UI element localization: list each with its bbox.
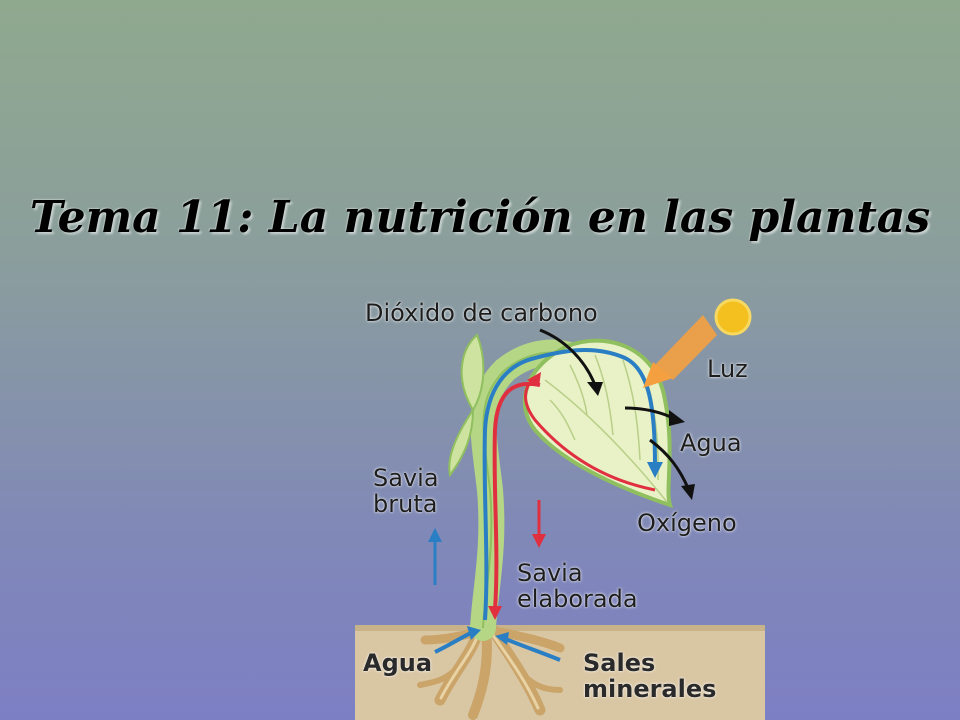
label-minerals: Sales minerales (583, 649, 717, 703)
label-raw-sap: Savia bruta (373, 464, 439, 518)
processed-sap-path (492, 381, 541, 611)
label-light: Luz (707, 355, 748, 383)
light-beam-icon (643, 315, 717, 388)
plant-nutrition-diagram: Dióxido de carbono Luz Agua Oxígeno Savi… (355, 290, 775, 720)
label-water-out: Agua (680, 429, 742, 457)
plant-illustration (355, 298, 765, 720)
slide-title: Tema 11: La nutrición en las plantas (29, 192, 931, 243)
label-co2: Dióxido de carbono (365, 299, 598, 327)
stem-leaf (460, 333, 485, 412)
label-water-in: Agua (363, 649, 433, 677)
co2-arrow (539, 328, 597, 386)
sun-icon (714, 298, 752, 336)
label-processed-sap: Savia elaborada (517, 559, 638, 613)
label-oxygen: Oxígeno (637, 509, 737, 537)
oxygen-arrow (649, 438, 690, 489)
raw-sap-path (482, 348, 657, 621)
